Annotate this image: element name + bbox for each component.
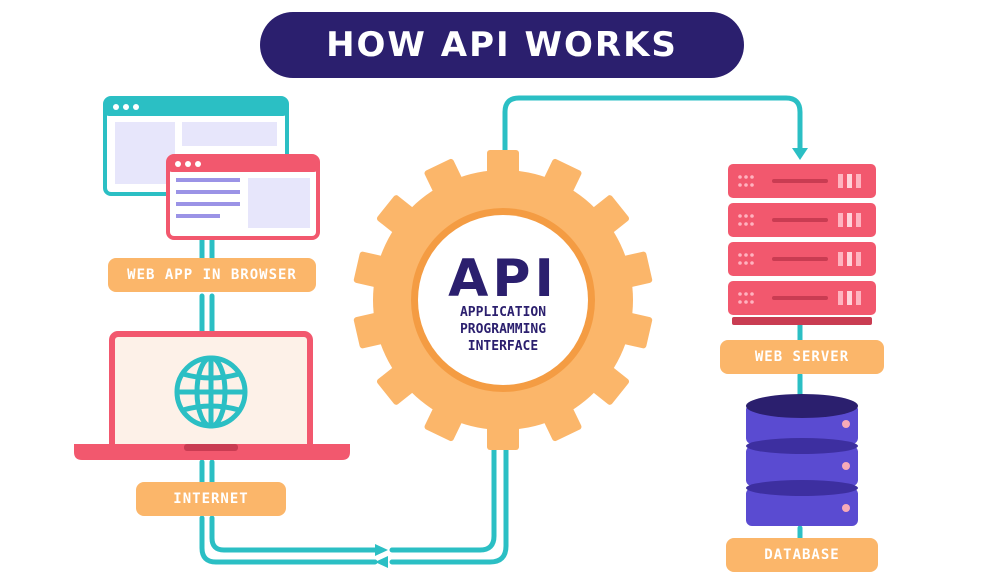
arrow-right-icon xyxy=(375,544,388,556)
label-web-server: WEB SERVER xyxy=(720,340,884,374)
connector-internet-api xyxy=(199,515,378,565)
server-unit xyxy=(728,242,876,276)
laptop xyxy=(74,331,350,460)
label-web-app: WEB APP IN BROWSER xyxy=(108,258,316,292)
label-web-server-text: WEB SERVER xyxy=(754,349,850,365)
server-rack xyxy=(728,164,876,325)
globe-icon xyxy=(174,355,248,429)
browser-window-front xyxy=(166,154,320,240)
label-database-text: DATABASE xyxy=(764,547,840,563)
database-icon xyxy=(746,394,858,526)
arrow-down-icon xyxy=(792,148,808,160)
api-acronym: API xyxy=(448,249,558,309)
page-title: HOW API WORKS xyxy=(326,25,678,65)
arrow-heads xyxy=(375,148,808,568)
api-line-application: APPLICATION xyxy=(460,305,546,320)
label-database: DATABASE xyxy=(726,538,878,572)
server-unit xyxy=(728,164,876,198)
server-unit xyxy=(728,281,876,315)
server-unit xyxy=(728,203,876,237)
label-internet: INTERNET xyxy=(136,482,286,516)
browser-window-back xyxy=(103,96,289,196)
title-banner: HOW API WORKS xyxy=(260,12,744,78)
arrow-left-icon xyxy=(375,556,388,568)
api-line-programming: PROGRAMMING xyxy=(460,322,546,337)
server-base xyxy=(732,317,872,325)
connector-api-server xyxy=(502,95,803,163)
label-web-app-text: WEB APP IN BROWSER xyxy=(127,267,297,283)
label-internet-text: INTERNET xyxy=(173,491,249,507)
gear-icon xyxy=(353,150,653,450)
api-line-interface: INTERFACE xyxy=(468,339,538,354)
